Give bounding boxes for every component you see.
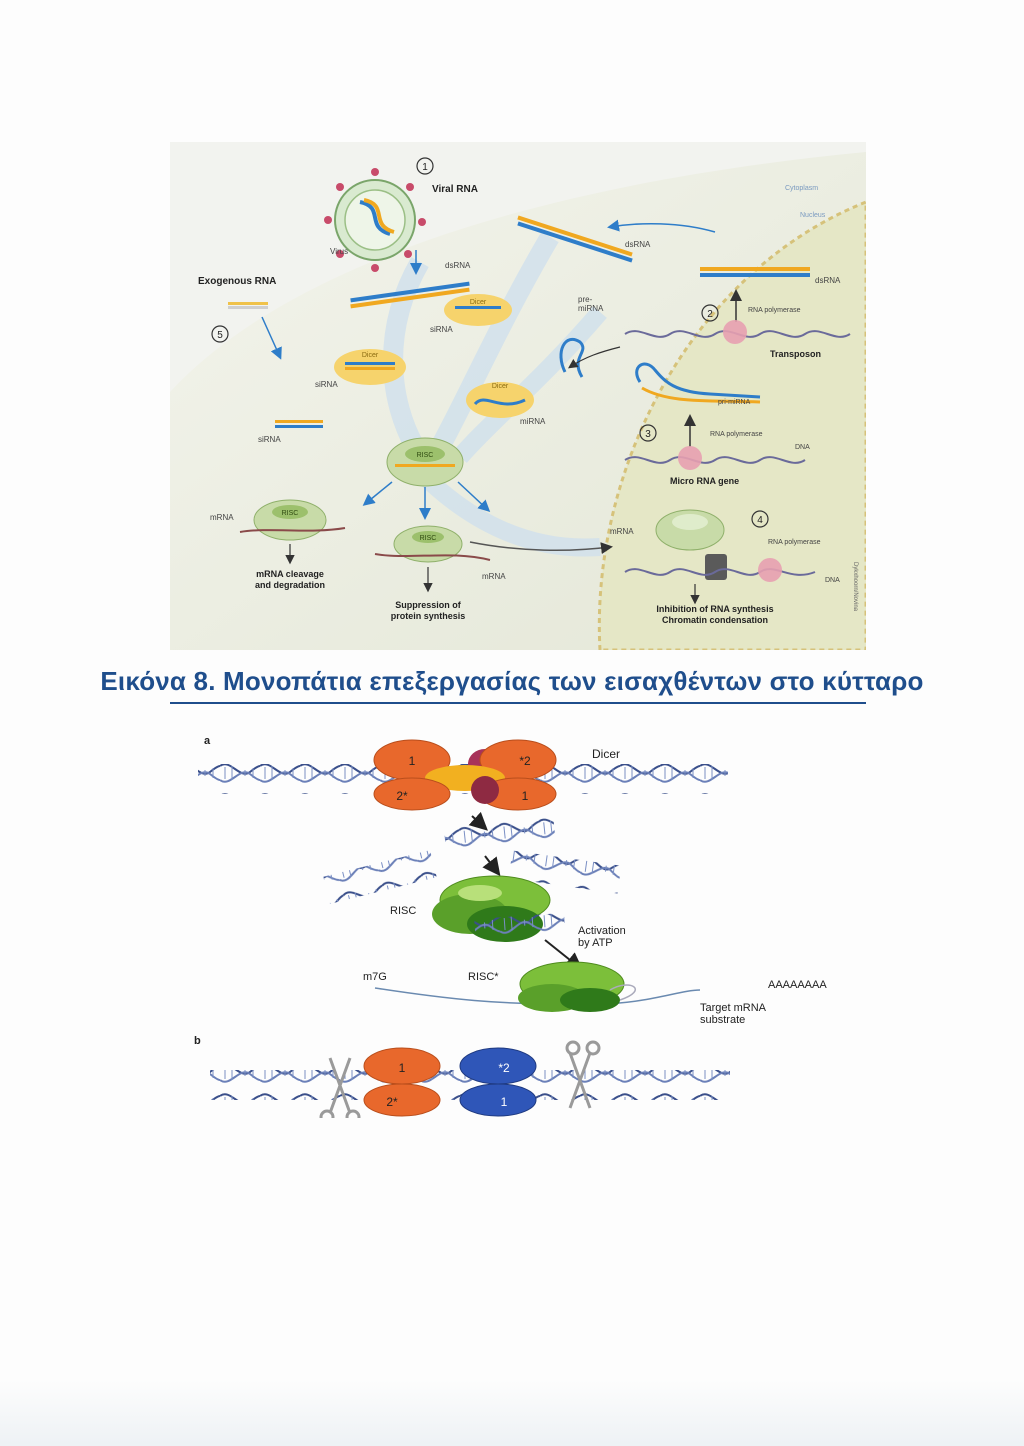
cytoplasm-label: Cytoplasm <box>785 185 818 192</box>
dicer-b-domain-1a: 1 <box>399 1061 406 1075</box>
activated-risc <box>518 961 636 1012</box>
svg-text:Dicer: Dicer <box>362 352 379 359</box>
dicer-risc-figure: a 1 *2 2* 1 Dicer RISC <box>194 735 827 1118</box>
side-credit: Dykxhoorn/Novina <box>852 562 858 612</box>
exogenous-rna-label: Exogenous RNA <box>198 276 276 287</box>
dsrna-right-label: dsRNA <box>815 276 841 285</box>
mirna-label: miRNA <box>520 417 546 426</box>
micro-rna-gene-label: Micro RNA gene <box>670 476 739 486</box>
viral-rna-label: Viral RNA <box>432 184 478 195</box>
sirna-label-3: siRNA <box>258 435 281 444</box>
dsrna-left-label: dsRNA <box>445 261 471 270</box>
rna-polymerase-label-3: RNA polymerase <box>768 539 821 546</box>
scissors-icon-2 <box>565 1040 601 1109</box>
step-4-number: 4 <box>757 515 763 526</box>
nucleus-label: Nucleus <box>800 212 826 219</box>
virus-particle <box>324 168 426 272</box>
risc-mid: RISC <box>374 525 491 563</box>
step-2-number: 2 <box>707 309 713 320</box>
sirna-duplex-1 <box>443 817 557 857</box>
step-1-marker <box>416 157 434 175</box>
mrna-left-label: mRNA <box>210 513 234 522</box>
svg-text:RISC: RISC <box>420 535 437 542</box>
dicer-domain-2b: 2* <box>396 789 408 803</box>
chromatin-remodeler <box>705 554 727 580</box>
rnai-pathways-figure: 1 Viral RNA Virus Exogenous RNA 5 dsRNA … <box>170 142 866 650</box>
dicer-enzyme-b <box>363 1047 537 1117</box>
dicer-complex-a: Dicer <box>444 294 512 326</box>
rna-polymerase-label-1: RNA polymerase <box>748 307 801 314</box>
sirna-duplex-3 <box>508 850 622 894</box>
scissors-icon <box>319 1057 361 1118</box>
transposon-label: Transposon <box>770 349 821 359</box>
step-4-marker <box>751 510 769 528</box>
sirna-label-1: siRNA <box>430 325 453 334</box>
figure-caption: Εικόνα 8. Μονοπάτια επεξεργασίας των εισ… <box>100 666 924 696</box>
dicer-b-domain-1b: 1 <box>501 1095 508 1109</box>
pre-mirna-label: pre-miRNA <box>578 295 604 313</box>
risc-star-label: RISC* <box>468 971 499 983</box>
dsrna-top-label: dsRNA <box>625 240 651 249</box>
mrna-right-label: mRNA <box>610 527 634 536</box>
mrna-mid-label: mRNA <box>482 572 506 581</box>
step-3-number: 3 <box>645 429 651 440</box>
step-3-marker <box>639 424 657 442</box>
sirna-duplex-2 <box>323 850 437 904</box>
step-5-number: 5 <box>217 330 223 341</box>
risc-bound-duplex <box>474 912 566 946</box>
poly-a-tail: AAAAAAAA <box>768 979 827 991</box>
dicer-enzyme <box>373 739 557 811</box>
m7g-label: m7G <box>363 971 387 983</box>
panel-b-label: b <box>194 1035 201 1047</box>
dicer-domain-2a: *2 <box>519 754 531 768</box>
risc-center: RISC <box>386 437 464 487</box>
dicer-domain-1b: 1 <box>522 789 529 803</box>
svg-text:Dicer: Dicer <box>492 383 509 390</box>
virus-label: Virus <box>330 247 348 256</box>
dna-label-2: DNA <box>825 577 840 584</box>
svg-text:RISC: RISC <box>282 510 299 517</box>
svg-text:Dicer: Dicer <box>470 299 487 306</box>
risc-label: RISC <box>390 905 416 917</box>
step-1-number: 1 <box>422 162 428 173</box>
risc-nuclear <box>655 509 725 551</box>
pri-mirna-label: pri-miRNA <box>718 399 751 406</box>
rna-polymerase-label-2: RNA polymerase <box>710 431 763 438</box>
scan-edge-shadow <box>0 1380 1024 1446</box>
dicer-b-domain-2b: 2* <box>386 1095 398 1109</box>
dicer-label: Dicer <box>592 747 620 761</box>
dicer-complex-c: Dicer <box>466 382 534 418</box>
sirna-label-2: siRNA <box>315 380 338 389</box>
step-5-marker <box>211 325 229 343</box>
risc-left: RISC <box>239 499 346 541</box>
dicer-complex-b: Dicer <box>334 349 406 385</box>
step-2-marker <box>701 304 719 322</box>
caption-underline <box>170 702 866 704</box>
panel-a-label: a <box>204 735 211 747</box>
dna-label-1: DNA <box>795 444 810 451</box>
dicer-domain-1a: 1 <box>409 754 416 768</box>
svg-text:RISC: RISC <box>417 452 434 459</box>
dicer-b-domain-2a: *2 <box>498 1061 510 1075</box>
